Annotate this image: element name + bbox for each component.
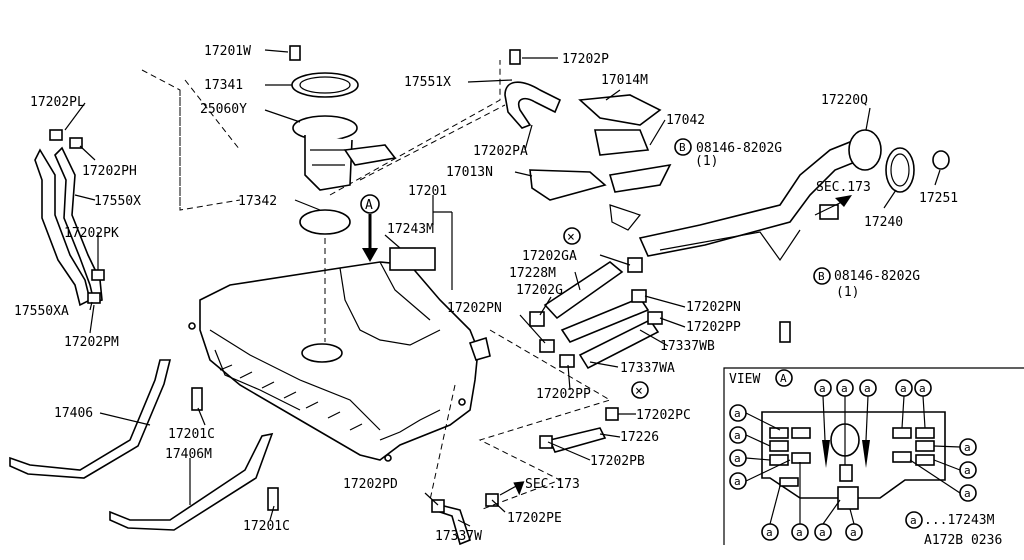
svg-text:×: × xyxy=(567,230,575,245)
label-08146-qty-bottom: (1) xyxy=(836,285,859,300)
filler-pipe-assembly xyxy=(609,129,950,262)
label-17226: 17226 xyxy=(620,430,659,445)
callout-a-circles xyxy=(729,379,977,541)
pump-parts xyxy=(504,49,672,201)
fuel-tank xyxy=(188,261,491,462)
svg-text:a: a xyxy=(964,487,971,500)
label-25060Y: 25060Y xyxy=(200,102,247,117)
label-17201C-lower: 17201C xyxy=(243,519,290,534)
svg-text:a: a xyxy=(850,526,857,539)
svg-text:a: a xyxy=(796,526,803,539)
label-17202PA: 17202PA xyxy=(473,144,528,159)
arrow-a-letter: A xyxy=(365,198,373,213)
label-17551X: 17551X xyxy=(404,75,451,90)
label-17202PD: 17202PD xyxy=(343,477,398,492)
label-17202PN-left: 17202PN xyxy=(447,301,502,316)
label-17342: 17342 xyxy=(238,194,277,209)
svg-text:×: × xyxy=(635,384,643,399)
svg-text:a: a xyxy=(734,429,741,442)
label-17550X: 17550X xyxy=(94,194,141,209)
label-17014M: 17014M xyxy=(601,73,648,88)
vent-hoses xyxy=(34,129,105,307)
svg-text:a: a xyxy=(919,382,926,395)
svg-text:a: a xyxy=(841,382,848,395)
label-17243M: 17243M xyxy=(387,222,434,237)
label-17202PC: 17202PC xyxy=(636,408,691,423)
label-17202PN-right: 17202PN xyxy=(686,300,741,315)
label-17202PB: 17202PB xyxy=(590,454,645,469)
label-17202PK: 17202PK xyxy=(64,226,119,241)
svg-text:a: a xyxy=(734,475,741,488)
view-a-inset: VIEW A xyxy=(723,367,1024,548)
label-17202GA: 17202GA xyxy=(522,249,577,264)
svg-text:a: a xyxy=(864,382,871,395)
label-17251: 17251 xyxy=(919,191,958,206)
label-17202PL: 17202PL xyxy=(30,95,85,110)
label-sec173-bottom: SEC.173 xyxy=(525,477,580,492)
label-17550XA: 17550XA xyxy=(14,304,69,319)
legend-key: a xyxy=(910,514,917,527)
label-17406M: 17406M xyxy=(165,447,212,462)
svg-text:a: a xyxy=(964,464,971,477)
view-a-arrow: A xyxy=(360,194,380,262)
svg-text:B: B xyxy=(818,270,825,283)
x-marks: × × xyxy=(563,227,649,399)
label-17201C-upper: 17201C xyxy=(168,427,215,442)
label-17406: 17406 xyxy=(54,406,93,421)
tank-straps xyxy=(9,359,279,531)
label-17202G: 17202G xyxy=(516,283,563,298)
leader-lines xyxy=(64,49,941,527)
legend-text: ...17243M xyxy=(924,513,995,528)
label-17337WB: 17337WB xyxy=(660,339,715,354)
connecting-hoses xyxy=(431,257,663,546)
label-17202P: 17202P xyxy=(562,52,609,67)
svg-text:B: B xyxy=(679,141,686,154)
label-17228M: 17228M xyxy=(509,266,556,281)
label-17202PM: 17202PM xyxy=(64,335,119,350)
svg-text:a: a xyxy=(964,441,971,454)
label-17341: 17341 xyxy=(204,78,243,93)
label-17202PE: 17202PE xyxy=(507,511,562,526)
svg-text:a: a xyxy=(734,407,741,420)
label-08146-8202G-top: 08146-8202G xyxy=(696,141,782,156)
label-17202PP-right: 17202PP xyxy=(686,320,741,335)
label-17202PH: 17202PH xyxy=(82,164,137,179)
svg-text:a: a xyxy=(819,526,826,539)
label-17220Q: 17220Q xyxy=(821,93,868,108)
label-17337WA: 17337WA xyxy=(620,361,675,376)
svg-text:a: a xyxy=(819,382,826,395)
label-sec173-top: SEC.173 xyxy=(816,180,871,195)
label-17201W: 17201W xyxy=(204,44,251,59)
fuel-pump-assembly xyxy=(289,45,397,235)
label-08146-8202G-bottom: 08146-8202G xyxy=(834,269,920,284)
svg-text:a: a xyxy=(766,526,773,539)
label-17240: 17240 xyxy=(864,215,903,230)
drawing-number: A172B 0236 xyxy=(924,533,1002,548)
label-17042: 17042 xyxy=(666,113,705,128)
svg-text:a: a xyxy=(734,452,741,465)
part-labels: 17201W 17202P 17341 17551X 17014M 25060Y… xyxy=(14,44,958,544)
label-17013N: 17013N xyxy=(446,165,493,180)
label-17202PP-bottom: 17202PP xyxy=(536,387,591,402)
view-a-title: VIEW xyxy=(729,372,760,387)
label-17201: 17201 xyxy=(408,184,447,199)
svg-text:a: a xyxy=(900,382,907,395)
label-17337W: 17337W xyxy=(435,529,482,544)
svg-text:A: A xyxy=(780,372,787,385)
label-08146-qty-top: (1) xyxy=(695,154,718,169)
callout-b: B B xyxy=(674,138,831,343)
